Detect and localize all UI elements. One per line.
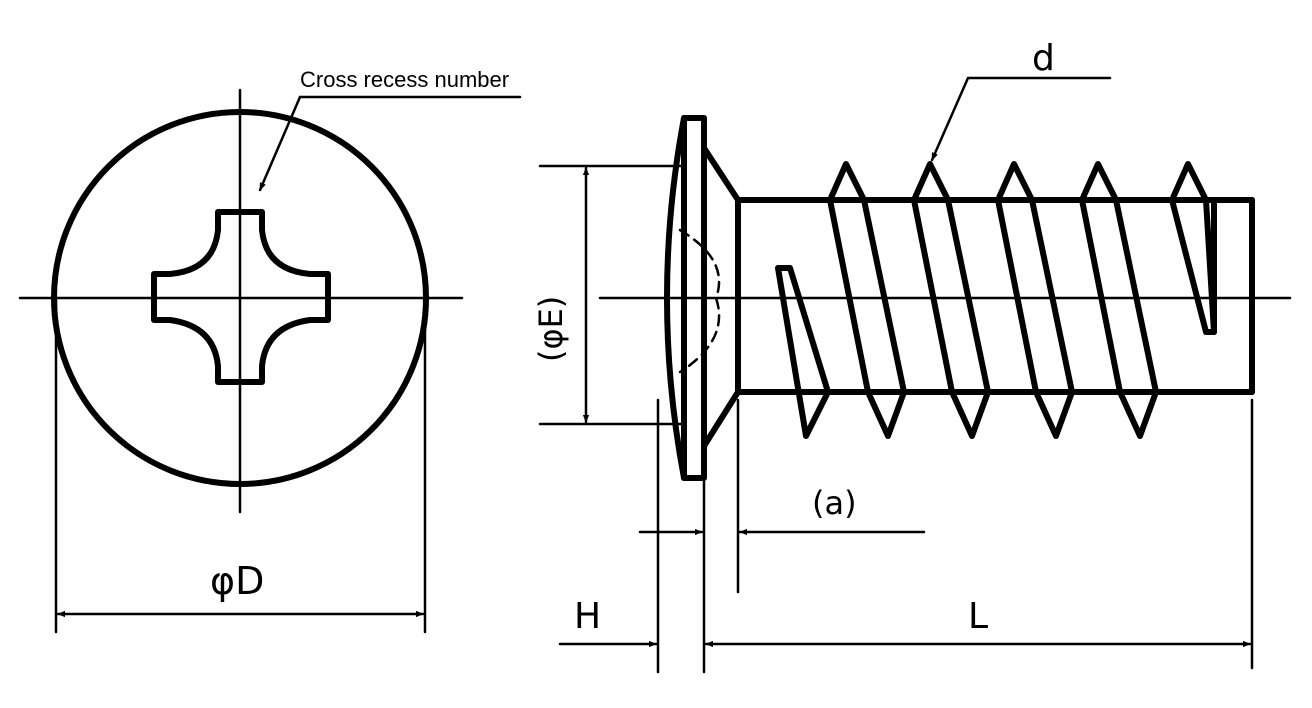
recess-hidden-line <box>678 228 721 374</box>
height-h-label: H <box>574 596 601 637</box>
cross-recess <box>151 209 331 385</box>
cross-recess-leader <box>258 95 302 192</box>
head-flange <box>681 115 707 481</box>
thread-flight <box>827 161 907 439</box>
length-a-label: (a) <box>812 484 857 522</box>
head-countersink <box>701 145 741 449</box>
cross-recess-label: Cross recess number <box>300 67 509 92</box>
thread-flight <box>995 161 1075 439</box>
side-view: (φE) d (a) H L <box>532 38 1292 674</box>
thread-start <box>775 265 831 439</box>
thread-d-leader <box>930 76 970 162</box>
thread-flight <box>911 161 991 439</box>
diameter-e-label: (φE) <box>532 296 570 362</box>
thread-flights <box>775 161 1217 439</box>
diameter-d-label: φD <box>210 559 264 603</box>
thread-d-label: d <box>1032 38 1055 79</box>
thread-flight <box>1079 161 1159 439</box>
thread-end <box>1169 161 1217 335</box>
length-l-label: L <box>968 596 988 637</box>
top-view: Cross recess number φD <box>18 67 522 634</box>
